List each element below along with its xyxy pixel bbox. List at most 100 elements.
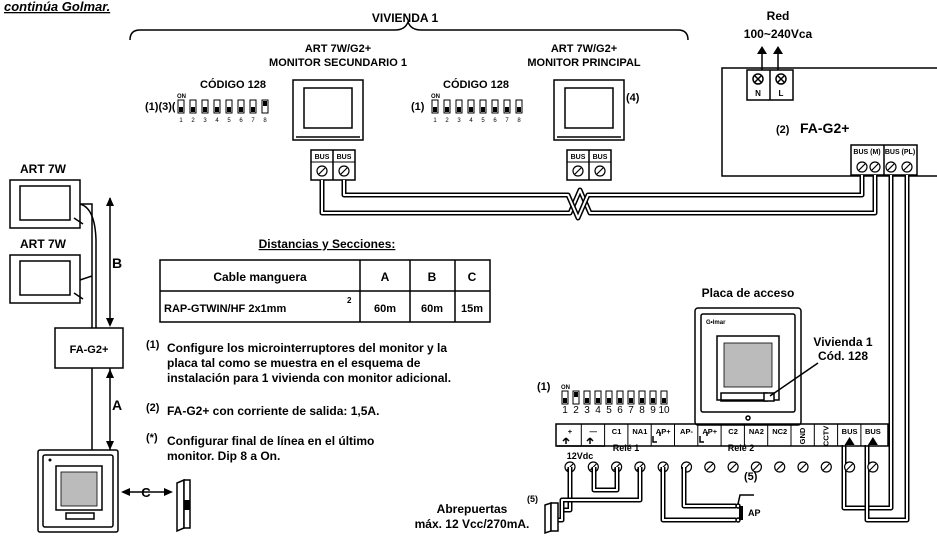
dip-switch bbox=[261, 99, 269, 114]
terminal-label: BUS bbox=[865, 427, 881, 436]
note-3-line-2: monitor. Dip 8 a On. bbox=[167, 449, 280, 463]
terminal-label: NA2 bbox=[749, 427, 764, 436]
dip-switch-number: 6 bbox=[239, 118, 243, 124]
dip-switch-number: 5 bbox=[481, 118, 485, 124]
dip-switch bbox=[616, 390, 624, 405]
dip-switch-number: 1 bbox=[562, 405, 568, 416]
note-3-mark: (*) bbox=[146, 432, 158, 444]
terminal-label: NA1 bbox=[632, 427, 647, 436]
ap-button bbox=[735, 494, 754, 523]
dip-switch-lever bbox=[263, 101, 267, 106]
dip-switch bbox=[213, 99, 221, 114]
main-monitor-note-4: (4) bbox=[626, 92, 640, 104]
dip-switch-lever bbox=[457, 107, 461, 112]
psu-fa-g2-box bbox=[721, 67, 937, 177]
note-1-mark: (1) bbox=[146, 339, 160, 351]
left-psu-box bbox=[54, 327, 124, 369]
table-cell-sup: 2 bbox=[347, 296, 352, 305]
dip-switch-number: 6 bbox=[493, 118, 497, 124]
dip-switch bbox=[572, 390, 580, 405]
distances-table: Cable manguera A B C RAP-GTWIN/HF 2x1mm … bbox=[159, 259, 491, 323]
terminal-label: C1 bbox=[612, 427, 622, 436]
dip-switch-number: 6 bbox=[617, 405, 623, 416]
bus-arrow-icon bbox=[867, 437, 878, 445]
dip-switch bbox=[201, 99, 209, 114]
bus-terminal-label: BUS bbox=[315, 154, 330, 161]
ap-label: AP bbox=[748, 508, 761, 518]
terminal-label: AP- bbox=[680, 427, 693, 436]
psu-model: FA-G2+ bbox=[800, 120, 849, 136]
dip-switch bbox=[638, 390, 646, 405]
dip-switch bbox=[627, 390, 635, 405]
dip-switch-lever bbox=[651, 398, 655, 403]
dip-switch bbox=[660, 390, 668, 405]
dip-switch bbox=[561, 390, 569, 405]
terminal-label: NC2 bbox=[772, 427, 787, 436]
dip-on-label: ON bbox=[431, 94, 440, 100]
psu-bus-pl: BUS (PL) bbox=[885, 149, 915, 156]
dip-switch bbox=[467, 99, 475, 114]
dip-switch-lever bbox=[640, 398, 644, 403]
dip-switch-lever bbox=[493, 107, 497, 112]
main-monitor-model: ART 7W/G2+ bbox=[551, 43, 617, 55]
page-label: continúa Golmar. bbox=[4, 0, 110, 14]
terminal-label: GND bbox=[798, 427, 807, 444]
dip-switch-number: 3 bbox=[584, 405, 590, 416]
dip-switch bbox=[431, 99, 439, 114]
dip-switch bbox=[515, 99, 523, 114]
dip-switch bbox=[594, 390, 602, 405]
terminal-block-frame bbox=[555, 423, 889, 447]
dip-switch-number: 9 bbox=[650, 405, 656, 416]
terminal-label: BUS bbox=[842, 427, 858, 436]
dip-switch-number: 5 bbox=[227, 118, 231, 124]
dip-switch-number: 10 bbox=[658, 405, 670, 416]
mains-l: L bbox=[779, 89, 784, 98]
tblock-12vdc: 12Vdc bbox=[567, 451, 594, 461]
left-door-lock bbox=[176, 478, 191, 533]
dip-switch-number: 5 bbox=[606, 405, 612, 416]
dip-on-label: ON bbox=[561, 385, 570, 391]
dip-switch bbox=[237, 99, 245, 114]
dip-switch-lever bbox=[239, 107, 243, 112]
dip-switch-lever bbox=[179, 107, 183, 112]
dip-switch bbox=[605, 390, 613, 405]
dip-switch-number: 2 bbox=[191, 118, 195, 124]
dip-switch-lever bbox=[662, 398, 666, 403]
dip-switch bbox=[225, 99, 233, 114]
dip-switch bbox=[479, 99, 487, 114]
dip-switch bbox=[583, 390, 591, 405]
dip-switch-number: 4 bbox=[469, 118, 473, 124]
psu-bus-m: BUS (M) bbox=[853, 149, 880, 156]
dip-switch-lever bbox=[227, 107, 231, 112]
note-3-line-1: Configurar final de línea en el último bbox=[167, 434, 374, 448]
lock-wiring bbox=[558, 467, 736, 523]
dip-switch-number: 2 bbox=[573, 405, 579, 416]
bus-arrow-icon bbox=[844, 437, 855, 445]
table-header-a: A bbox=[381, 270, 390, 284]
notes: (1) Configure los microinterruptores del… bbox=[146, 339, 451, 463]
left-label-c: C bbox=[141, 485, 151, 500]
sec-monitor-notes: (1)(3)(*) bbox=[145, 101, 184, 113]
tblock-rele1: Relé 1 bbox=[613, 443, 640, 453]
psu-note: (2) bbox=[776, 124, 790, 136]
vivienda-brace bbox=[129, 19, 689, 41]
sec-monitor-role: MONITOR SECUNDARIO 1 bbox=[269, 57, 407, 69]
table-cell-c: 15m bbox=[461, 303, 483, 315]
left-label-a: A bbox=[112, 397, 122, 413]
dip-switch-lever bbox=[203, 107, 207, 112]
left-monitor-2 bbox=[9, 254, 84, 304]
tblock-rele2: Relé 2 bbox=[728, 443, 755, 453]
vivienda-title: VIVIENDA 1 bbox=[372, 11, 439, 25]
dip-switch-number: 8 bbox=[639, 405, 645, 416]
terminal-label: AP+ bbox=[656, 427, 671, 436]
dip-switch-lever bbox=[433, 107, 437, 112]
dip-switch bbox=[443, 99, 451, 114]
dip-switch bbox=[649, 390, 657, 405]
terminal-block-screws bbox=[564, 461, 879, 473]
dip-switch-number: 7 bbox=[251, 118, 255, 124]
